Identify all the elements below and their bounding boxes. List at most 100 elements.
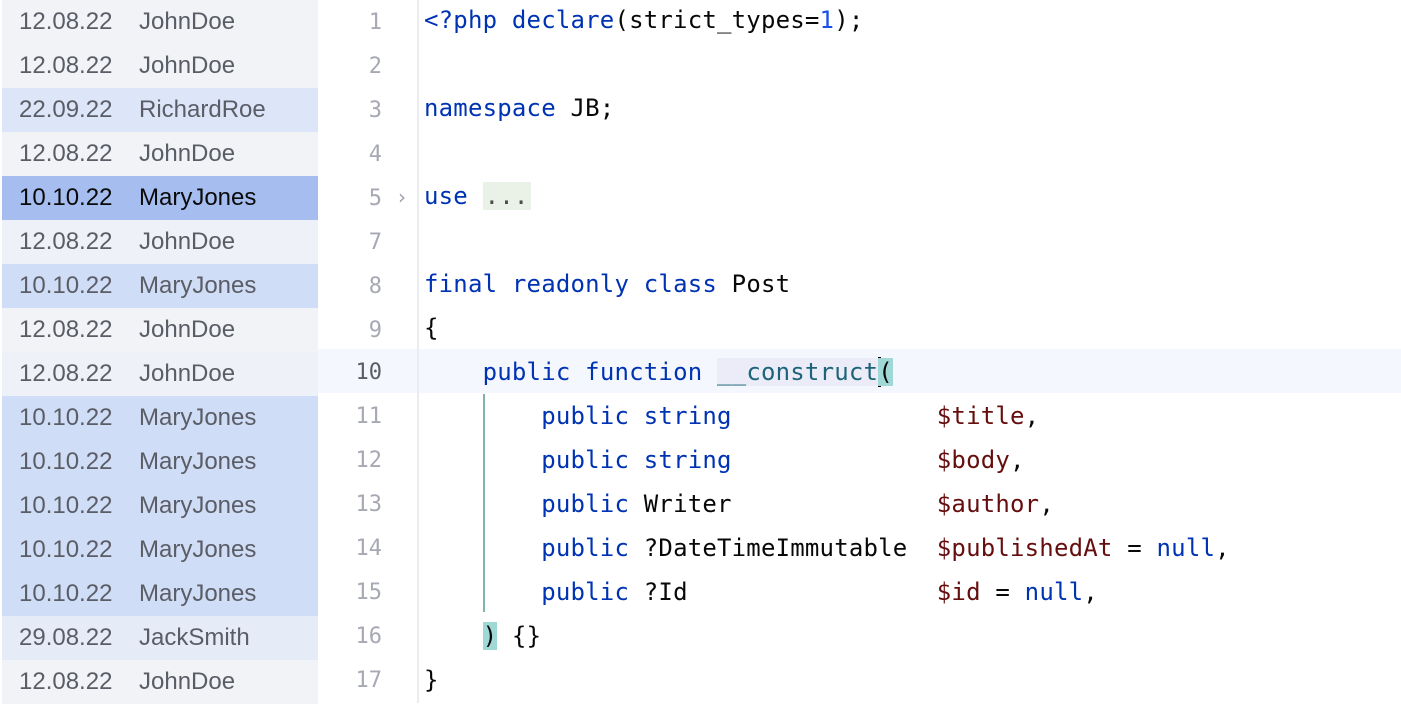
code-line-14[interactable]: public ?DateTimeImmutable $publishedAt =… [424,526,1230,570]
type: Writer [643,490,732,518]
variable: $body [936,446,1011,474]
line-number[interactable]: 13 [355,491,383,517]
variable: $author [936,490,1040,518]
line-number[interactable]: 11 [355,403,383,429]
code-line-11[interactable]: public string $title, [424,394,1039,438]
blame-author: MaryJones [139,272,257,299]
gutter-separator [417,0,419,703]
blame-date: 10.10.22 [19,492,113,519]
blame-author: JohnDoe [139,52,236,79]
keyword: public [541,534,630,562]
keyword: public [541,490,630,518]
type: ?Id [643,578,688,606]
fold-chevron-right-icon[interactable]: › [398,185,406,209]
class-name: Post [717,270,791,298]
blame-date: 10.10.22 [19,404,113,431]
line-number[interactable]: 16 [355,623,383,649]
code-text: } [424,666,439,694]
code-line-8[interactable]: final readonly class Post [424,262,790,306]
code-text: , [1215,534,1230,562]
blame-date: 29.08.22 [19,624,113,651]
blame-author: MaryJones [139,492,257,519]
function-name: __construct [717,358,879,386]
padding [732,446,937,474]
code-line-12[interactable]: public string $body, [424,438,1025,482]
blame-row[interactable]: 10.10.22 MaryJones [2,440,318,484]
keyword: class [643,270,718,298]
blame-date: 12.08.22 [19,360,113,387]
blame-author: JohnDoe [139,8,236,35]
code-text: ); [834,6,864,34]
blame-date: 10.10.22 [19,448,113,475]
blame-author: MaryJones [139,536,257,563]
line-number[interactable]: 3 [368,97,382,123]
code-line-5[interactable]: use ... [424,174,531,218]
keyword: readonly [511,270,630,298]
code-line-3[interactable]: namespace JB; [424,86,614,130]
line-number[interactable]: 5 [368,185,382,211]
line-number[interactable]: 12 [355,447,383,473]
blame-row[interactable]: 12.08.22 JohnDoe [2,660,318,704]
keyword: public [541,446,630,474]
line-number[interactable]: 4 [368,141,382,167]
blame-date: 10.10.22 [19,536,113,563]
line-number[interactable]: 1 [368,9,382,35]
blame-date: 12.08.22 [19,8,113,35]
blame-row[interactable]: 12.08.22 JohnDoe [2,0,318,44]
blame-row[interactable]: 10.10.22 MaryJones [2,396,318,440]
line-number[interactable]: 14 [355,535,383,561]
line-number[interactable]: 2 [368,53,382,79]
blame-date: 12.08.22 [19,140,113,167]
blame-author: JohnDoe [139,668,236,695]
code-text: , [1083,578,1098,606]
code-text: , [1039,490,1054,518]
line-number-current[interactable]: 10 [355,359,383,385]
blame-date: 12.08.22 [19,668,113,695]
blame-author: MaryJones [139,404,257,431]
code-line-16[interactable]: ) {} [424,614,541,658]
blame-row[interactable]: 12.08.22 JohnDoe [2,352,318,396]
code-text: , [1010,446,1025,474]
blame-row[interactable]: 10.10.22 MaryJones [2,528,318,572]
folded-region-placeholder[interactable]: ... [482,182,531,210]
keyword: null [1156,534,1216,562]
code-line-13[interactable]: public Writer $author, [424,482,1054,526]
line-number[interactable]: 7 [368,229,382,255]
keyword: public [541,578,630,606]
code-text: {} [497,622,542,650]
line-number[interactable]: 8 [368,273,382,299]
blame-date: 22.09.22 [19,96,113,123]
blame-author: RichardRoe [139,96,266,123]
variable: $title [936,402,1025,430]
code-line-1[interactable]: <?php declare(strict_types=1); [424,0,864,42]
blame-author: MaryJones [139,448,257,475]
code-line-10[interactable]: public function __construct( [424,350,893,394]
blame-author: JohnDoe [139,360,236,387]
line-number[interactable]: 17 [355,667,383,693]
code-text: { [424,314,439,342]
variable: $publishedAt [936,534,1113,562]
keyword: use [424,182,468,210]
line-number[interactable]: 15 [355,579,383,605]
keyword: public [541,402,630,430]
line-number[interactable]: 9 [368,317,382,343]
keyword: null [1024,578,1084,606]
blame-date: 12.08.22 [19,316,113,343]
blame-author: MaryJones [139,580,257,607]
code-line-17[interactable]: } [424,658,439,702]
matched-brace: ) [482,622,498,650]
keyword: public [482,358,571,386]
code-line-15[interactable]: public ?Id $id = null, [424,570,1098,614]
code-line-9[interactable]: { [424,306,439,350]
blame-row[interactable]: 10.10.22 MaryJones [2,484,318,528]
blame-row[interactable]: 22.09.22 RichardRoe [2,88,318,132]
